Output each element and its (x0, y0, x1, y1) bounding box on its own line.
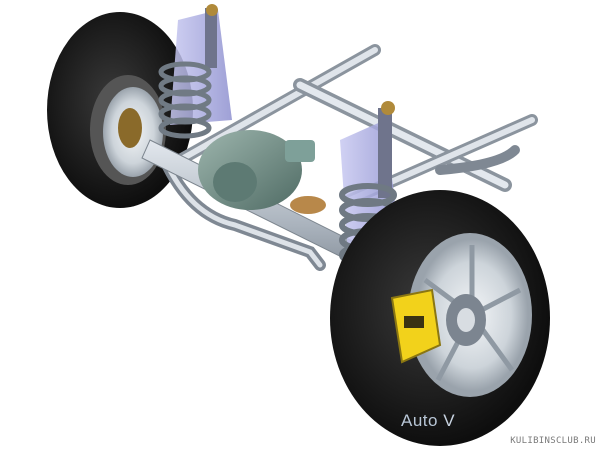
diff-bracket (290, 196, 326, 214)
wheel-front-right (330, 190, 550, 446)
hub-brake (118, 108, 142, 148)
coil-left (158, 61, 212, 139)
shock-left (205, 8, 217, 68)
watermark-brand: Auto V (401, 411, 455, 431)
spring-strut-left (158, 4, 232, 139)
pinion-flange (285, 140, 315, 162)
watermark-brand-mark: V (443, 411, 456, 430)
link-rear (435, 145, 520, 175)
frame (159, 44, 538, 271)
watermark-brand-text: Auto (401, 411, 438, 430)
watermark-site: KULIBINSCLUB.RU (510, 436, 596, 446)
differential (198, 130, 326, 214)
shock-right (378, 108, 392, 198)
